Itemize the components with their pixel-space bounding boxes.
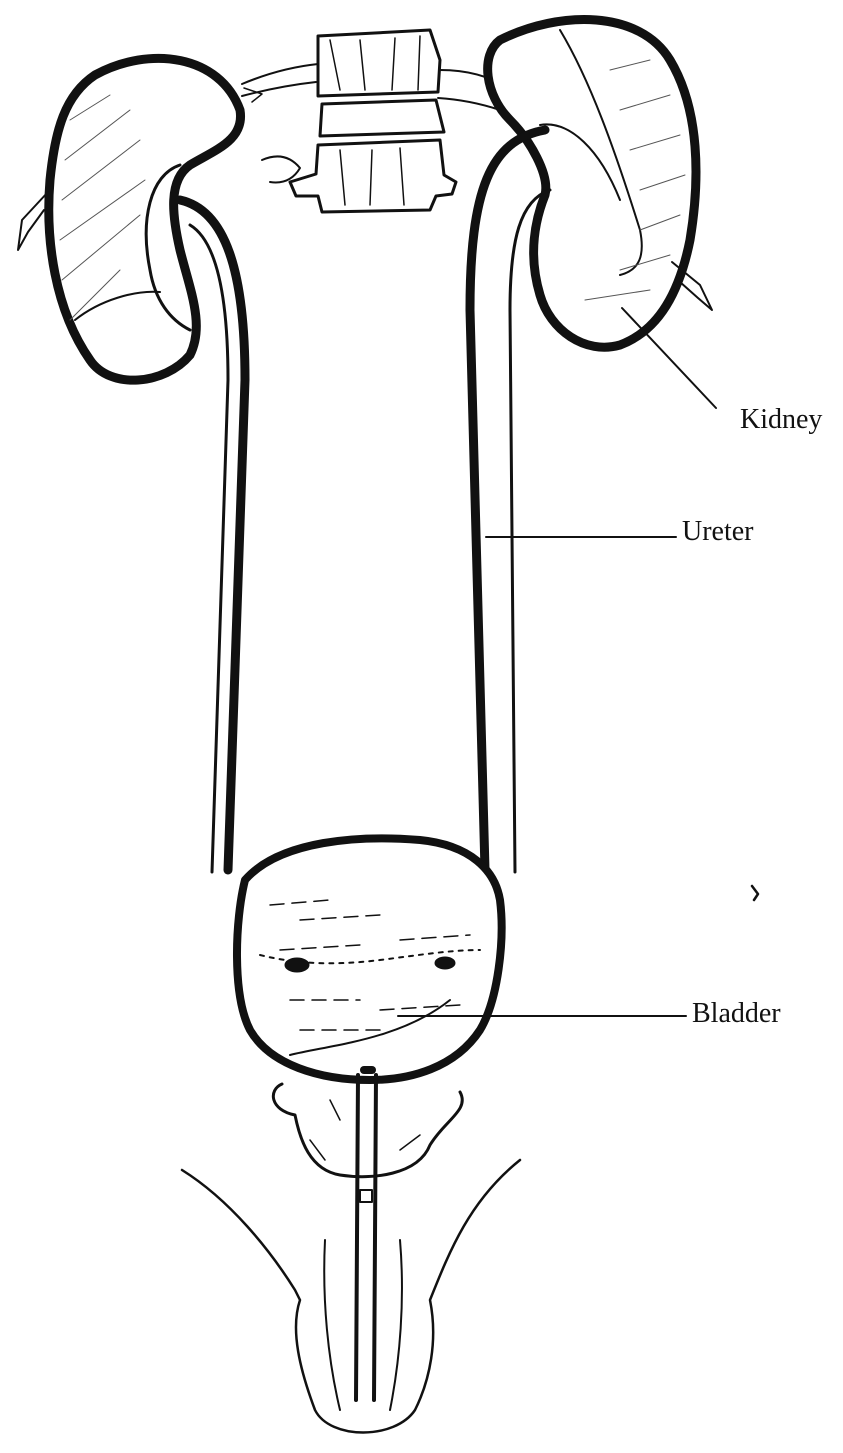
right-kidney [488,20,712,348]
ureter-label: Ureter [682,518,754,546]
bladder-label: Bladder [692,1000,781,1028]
prostate [273,1084,462,1177]
kidney-label: Kidney [740,406,822,434]
penis-outline [182,1160,520,1433]
spine-vertebrae [242,30,508,212]
kidney-leader-line [622,308,716,408]
stray-mark [752,886,758,900]
bladder [237,838,502,1080]
